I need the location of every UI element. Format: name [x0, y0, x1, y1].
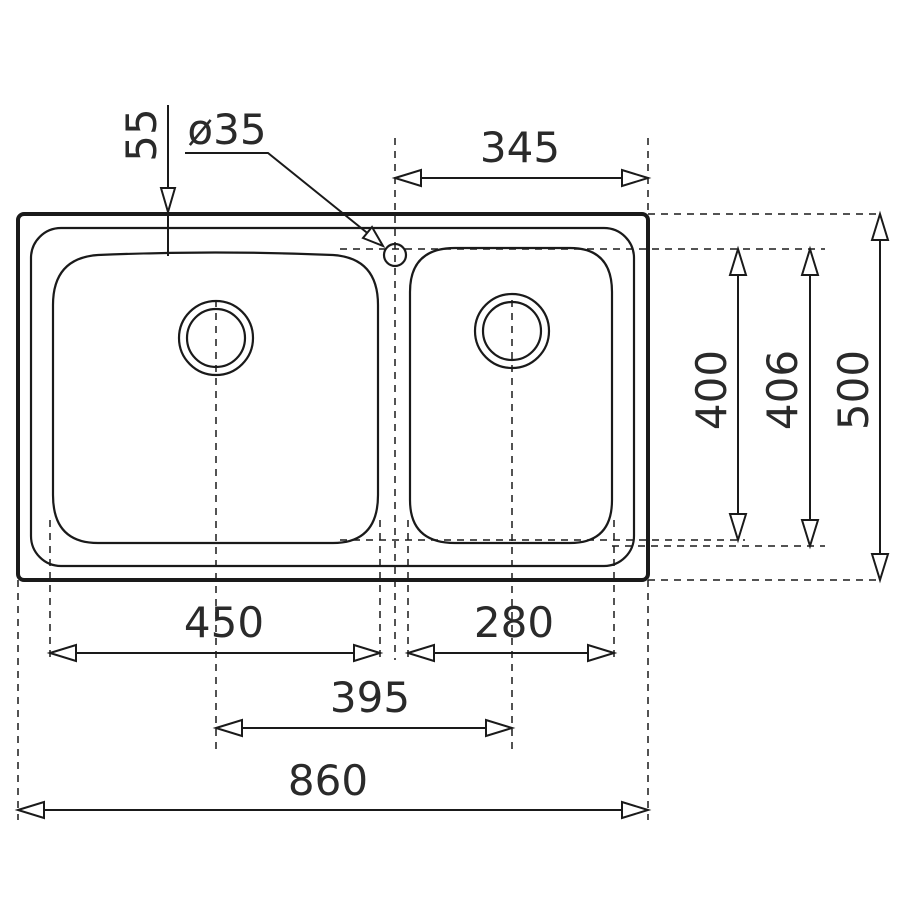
bowl-depth-outer-label: 406	[758, 350, 807, 430]
small-bowl-offset-arrow-left	[391, 168, 422, 188]
large-bowl-width-arrow-left	[46, 643, 77, 663]
small-bowl-offset-arrow-right	[621, 168, 652, 188]
overall-width-arrow-left	[14, 800, 45, 820]
overall-depth-arrow-top	[870, 210, 890, 241]
bowl-depth-inner-label: 400	[687, 350, 736, 430]
large-bowl-width-label: 450	[184, 598, 264, 647]
large-bowl-width-arrow-right	[353, 643, 384, 663]
tap-offset-label: 55	[117, 108, 166, 161]
drain-spacing-arrow-right	[485, 718, 516, 738]
small-bowl-width-arrow-right	[587, 643, 618, 663]
bowl-depth-inner-arrow-top	[728, 245, 748, 276]
tap-hole-leader-arrow	[361, 225, 386, 249]
large-bowl-drain-outer	[177, 299, 255, 377]
tap-hole-diameter-label: ø35	[187, 105, 266, 154]
small-bowl-width-arrow-left	[404, 643, 435, 663]
sink-outer-outline	[16, 212, 650, 582]
small-bowl-outline	[408, 246, 614, 545]
small-bowl-offset-label: 345	[480, 123, 560, 172]
drain-spacing-arrow-left	[212, 718, 243, 738]
small-bowl-width-label: 280	[474, 598, 554, 647]
overall-depth-label: 500	[829, 350, 878, 430]
bowl-depth-outer-arrow-top	[800, 245, 820, 276]
drain-spacing-label: 395	[330, 673, 410, 722]
overall-width-arrow-right	[621, 800, 652, 820]
bowl-depth-inner-arrow-bottom	[728, 513, 748, 544]
sink-inner-rim	[29, 226, 636, 568]
bowl-depth-outer-arrow-bottom	[800, 519, 820, 550]
tap-hole-leader-line	[185, 152, 377, 241]
overall-depth-arrow-bottom	[870, 553, 890, 584]
large-bowl-outline	[51, 251, 380, 545]
overall-width-label: 860	[288, 756, 368, 805]
tap-offset-arrow	[159, 187, 177, 216]
